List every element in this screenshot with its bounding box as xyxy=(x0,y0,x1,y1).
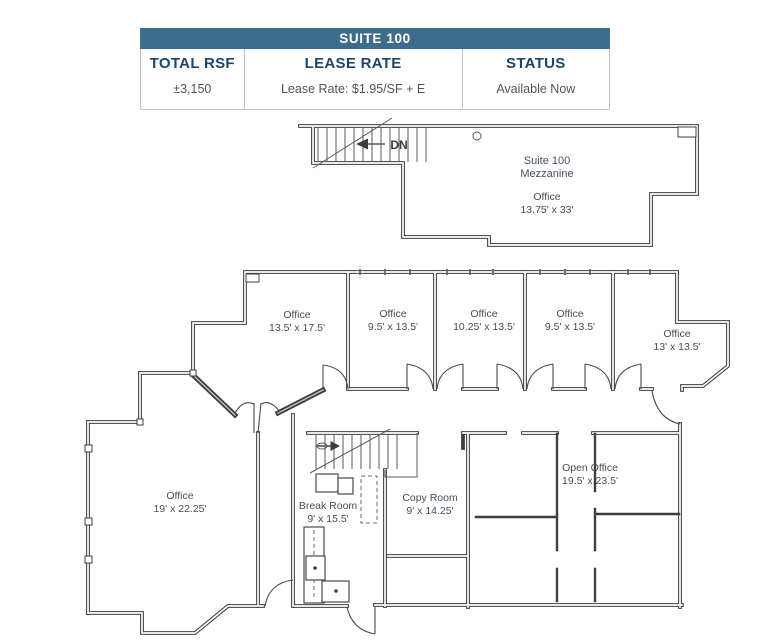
column-status: STATUS Available Now xyxy=(461,49,609,109)
room-label: Open Office xyxy=(562,462,618,474)
room-dims: 9' x 14.25' xyxy=(406,505,453,517)
suite-title-bar: SUITE 100 xyxy=(140,28,610,49)
room-label: Office xyxy=(663,328,690,340)
suite-info-cells: TOTAL RSF ±3,150 LEASE RATE Lease Rate: … xyxy=(140,49,610,110)
upper-cabinet xyxy=(360,475,378,524)
column-mark xyxy=(472,131,482,141)
mezzanine-label: Suite 100 xyxy=(524,155,570,167)
counter xyxy=(337,477,354,495)
column-lease-rate: LEASE RATE Lease Rate: $1.95/SF + E xyxy=(243,49,462,109)
suite-info-table: SUITE 100 TOTAL RSF ±3,150 LEASE RATE Le… xyxy=(140,28,610,110)
room-dims: 13.5' x 17.5' xyxy=(269,322,325,334)
room-label: Break Room xyxy=(299,500,358,512)
mezzanine-stairs: DN xyxy=(312,117,427,169)
lease-rate-value: Lease Rate: $1.95/SF + E xyxy=(280,82,426,96)
total-rsf-label: TOTAL RSF xyxy=(149,55,235,72)
walls xyxy=(86,124,730,635)
room-label: Office xyxy=(379,308,406,320)
room-label: Office xyxy=(166,490,193,502)
window-ticks xyxy=(84,126,697,564)
open-office-partitions xyxy=(474,432,681,603)
status-label: STATUS xyxy=(506,55,566,72)
stairs-down-arrow-icon xyxy=(356,138,385,150)
column-total-rsf: TOTAL RSF ±3,150 xyxy=(141,49,244,109)
room-label: Office xyxy=(283,309,310,321)
stair-break-line xyxy=(309,428,391,474)
doors xyxy=(234,363,681,635)
mezzanine-label: Mezzanine xyxy=(520,168,573,180)
room-label: Office xyxy=(556,308,583,320)
total-rsf-value: ±3,150 xyxy=(173,82,212,96)
mezzanine-office-dims: 13.75' x 33' xyxy=(520,204,573,216)
room-dims: 19.5' x 23.5' xyxy=(562,475,618,487)
lease-rate-label: LEASE RATE xyxy=(304,55,402,72)
room-dims: 9.5' x 13.5' xyxy=(368,321,418,333)
mezzanine-office-label: Office xyxy=(533,191,560,203)
room-dims: 9.5' x 13.5' xyxy=(545,321,595,333)
stairs-down-label: DN xyxy=(390,138,407,152)
lower-stairs xyxy=(309,428,418,478)
room-dims: 19' x 22.25' xyxy=(153,503,206,515)
room-label: Office xyxy=(470,308,497,320)
room-label: Copy Room xyxy=(402,492,458,504)
counter xyxy=(315,473,339,493)
room-labels: Suite 100 Mezzanine Office 13.75' x 33' … xyxy=(153,155,700,525)
room-dims: 10.25' x 13.5' xyxy=(453,321,515,333)
stair-break-line xyxy=(312,117,393,169)
break-room-fixtures xyxy=(303,473,378,604)
room-dims: 9' x 15.5' xyxy=(307,513,348,525)
room-dims: 13' x 13.5' xyxy=(653,341,700,353)
stairs-up-arrow-icon xyxy=(316,441,340,451)
status-value: Available Now xyxy=(496,82,576,96)
